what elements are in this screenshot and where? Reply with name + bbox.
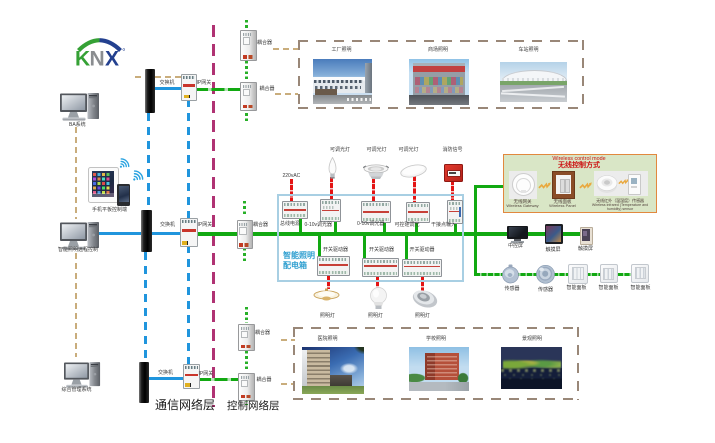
svg-text:X: X <box>105 48 119 68</box>
svg-text:N: N <box>90 48 105 68</box>
svg-text:K: K <box>75 48 90 68</box>
